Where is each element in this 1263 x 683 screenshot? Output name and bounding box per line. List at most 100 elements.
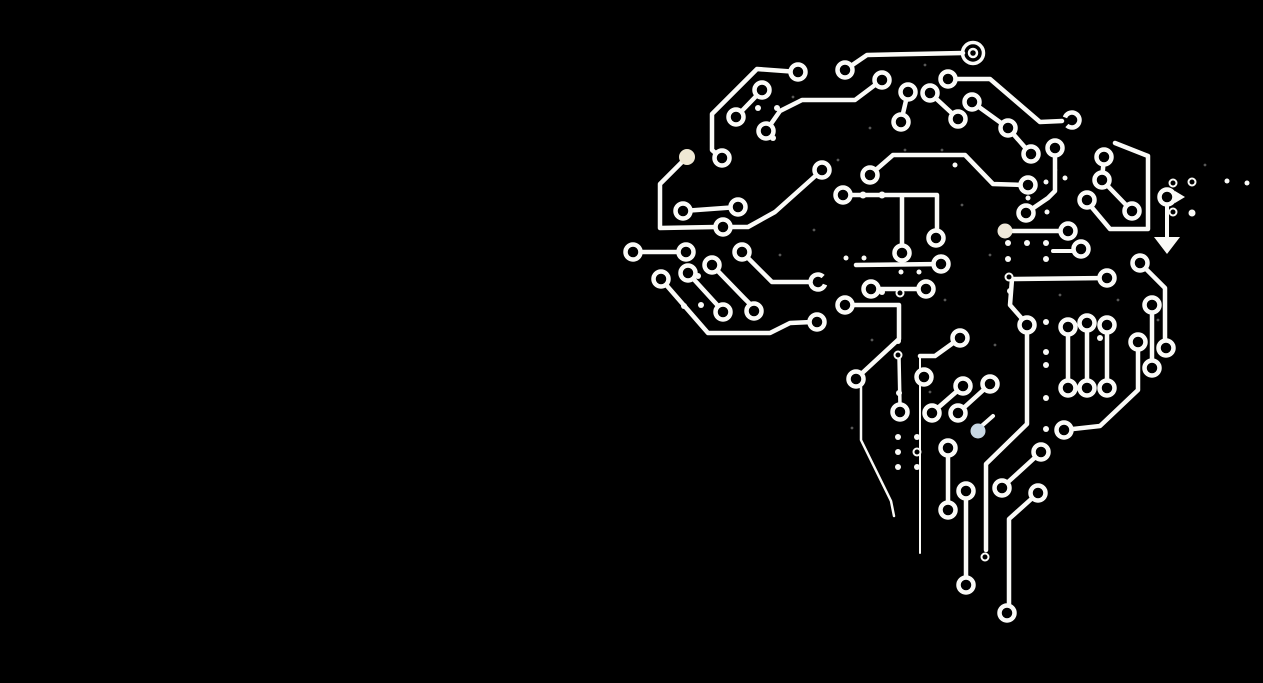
via-dot: [1062, 175, 1068, 181]
pad-ring: [922, 403, 942, 423]
pad-ring: [956, 481, 976, 501]
noise-speck: [993, 343, 997, 347]
pad-ring: [732, 242, 752, 262]
via-dot: [1043, 426, 1049, 432]
arrow-side-triangle: [1175, 191, 1185, 203]
noise-speck: [943, 298, 947, 302]
pad-ring: [623, 242, 643, 262]
via-dot: [1188, 209, 1196, 217]
noise-speck: [903, 148, 907, 152]
via-dot: [1044, 209, 1050, 215]
pad-ring: [726, 107, 746, 127]
via-dot-hollow: [893, 350, 903, 360]
pad-ring: [702, 255, 722, 275]
circuit-trace: [897, 355, 902, 408]
pad-ring: [1017, 315, 1037, 335]
via-dot: [1043, 319, 1049, 325]
via-dot: [1097, 335, 1103, 341]
noise-speck: [1058, 293, 1062, 297]
circuit-trace: [917, 335, 963, 359]
pad-ring: [812, 160, 832, 180]
pad-ring: [1130, 253, 1150, 273]
pad-ring: [948, 109, 968, 129]
via-dot: [1043, 240, 1049, 246]
pad-ring: [1092, 170, 1112, 190]
pad-ring: [728, 197, 748, 217]
noise-speck: [1203, 163, 1207, 167]
pad-ring: [872, 70, 892, 90]
pad-ring: [950, 328, 970, 348]
pad-ring: [1097, 268, 1117, 288]
pad-ring: [1021, 144, 1041, 164]
via-dot: [1244, 180, 1250, 186]
circuit-trace: [763, 79, 882, 134]
pad-ring: [1077, 190, 1097, 210]
via-dot: [895, 464, 901, 470]
via-dot: [1043, 256, 1049, 262]
pad-ring: [860, 165, 880, 185]
pad-ring: [756, 121, 776, 141]
pad-filled: [970, 423, 986, 439]
via-dot: [695, 273, 701, 279]
pad-ring: [1156, 338, 1176, 358]
via-dot: [1043, 362, 1049, 368]
via-dot-hollow: [912, 447, 922, 457]
target-pad-inner: [967, 47, 979, 59]
via-dot: [1005, 256, 1011, 262]
pad-ring: [938, 438, 958, 458]
circuit-trace: [1023, 150, 1058, 216]
noise-speck: [1116, 298, 1120, 302]
pad-ring: [980, 374, 1000, 394]
via-dot: [774, 105, 780, 111]
pad-ring: [835, 295, 855, 315]
via-dot: [843, 255, 849, 261]
pad-ring: [1016, 203, 1036, 223]
circuit-trace: [945, 76, 1065, 125]
target-pad-outer: [960, 40, 986, 66]
via-dot: [914, 464, 920, 470]
via-dot: [895, 449, 901, 455]
circuit-trace: [1137, 260, 1168, 346]
via-dot: [896, 390, 902, 396]
pad-ring: [1058, 378, 1078, 398]
pad-ring: [833, 185, 853, 205]
pad-ring: [953, 376, 973, 396]
noise-speck: [940, 148, 944, 152]
pad-ring: [1054, 420, 1074, 440]
circuit-trace: [853, 261, 944, 268]
pad-ring: [920, 83, 940, 103]
pad-ring: [651, 269, 671, 289]
via-dot-hollow: [1004, 272, 1014, 282]
pad-ring: [1122, 201, 1142, 221]
noise-speck: [836, 158, 840, 162]
pad-ring: [926, 228, 946, 248]
pad-ring: [898, 82, 918, 102]
via-dot: [895, 434, 901, 440]
pad-ring: [788, 62, 808, 82]
via-dot-hollow: [1187, 177, 1197, 187]
pad-ring: [807, 312, 827, 332]
via-dot: [1043, 349, 1049, 355]
pad-filled: [679, 149, 695, 165]
via-dot-hollow: [895, 288, 905, 298]
pad-ring: [1142, 358, 1162, 378]
pad-ring: [846, 369, 866, 389]
circuit-trace: [657, 154, 719, 231]
pad-ring: [1157, 187, 1177, 207]
noise-speck: [1054, 168, 1058, 172]
down-arrow-icon: [1154, 237, 1180, 254]
via-dot-hollow: [1168, 207, 1178, 217]
circuit-trace: [1086, 140, 1151, 232]
pad-ring: [712, 148, 732, 168]
circuit-trace: [739, 249, 812, 285]
pad-ring: [861, 279, 881, 299]
pad-ring: [835, 60, 855, 80]
pad-ring: [891, 112, 911, 132]
pad-ring: [956, 575, 976, 595]
circuit-trace: [983, 322, 1030, 553]
via-dot: [1043, 395, 1049, 401]
pad-ring: [1097, 315, 1117, 335]
pad-ring: [997, 603, 1017, 623]
